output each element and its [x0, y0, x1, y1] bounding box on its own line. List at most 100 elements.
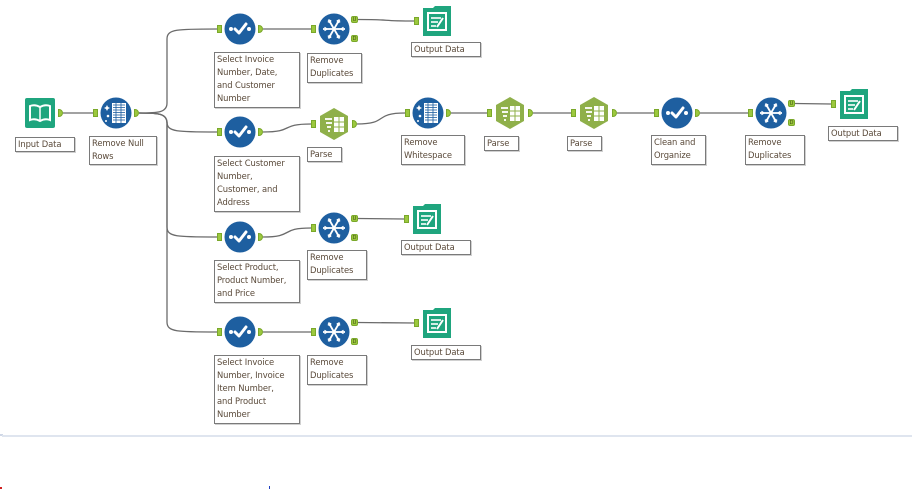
input-anchor[interactable]: [404, 215, 409, 223]
input-anchor[interactable]: [748, 109, 753, 117]
status-pixel-left: [0, 487, 2, 489]
input-data-label: Input Data: [15, 137, 75, 152]
unique-output-anchor[interactable]: U: [351, 319, 358, 326]
input-data-tool[interactable]: [24, 97, 56, 129]
parse-text-to-columns-icon: [496, 97, 524, 129]
connection-wire[interactable]: [794, 102, 832, 105]
duplicates-output-anchor[interactable]: D: [351, 35, 358, 42]
remove-whitespace-label: Remove Whitespace: [401, 135, 465, 165]
connection-wire[interactable]: [138, 112, 218, 133]
remove-null-rows-label: Remove Null Rows: [89, 136, 157, 165]
remove-duplicates-label-1: Remove Duplicates: [307, 53, 362, 83]
output-data-tool-3[interactable]: [411, 203, 443, 235]
connection-layer: [63, 18, 832, 333]
parse-tool-2[interactable]: [494, 97, 526, 129]
output-anchor[interactable]: [695, 109, 700, 117]
connection-wire[interactable]: [356, 112, 406, 125]
connection-wire[interactable]: [262, 227, 312, 238]
output-document-icon: [840, 89, 868, 119]
remove-duplicates-label-2: Remove Duplicates: [745, 135, 805, 165]
select-product-price-label: Select Product, Product Number, and Pric…: [214, 260, 300, 303]
connection-wire[interactable]: [138, 28, 218, 114]
input-anchor[interactable]: [487, 109, 492, 117]
output-anchor[interactable]: [352, 120, 357, 128]
output-data-tool-4[interactable]: [421, 307, 453, 339]
output-data-tool-2[interactable]: [838, 88, 870, 120]
input-book-icon: [25, 98, 55, 128]
select-invoice-item-product-tool[interactable]: [224, 316, 256, 348]
output-anchor[interactable]: [134, 109, 139, 117]
connection-wire[interactable]: [357, 217, 405, 220]
input-anchor[interactable]: [831, 100, 836, 108]
unique-output-anchor[interactable]: U: [351, 215, 358, 222]
remove-duplicates-label-4: Remove Duplicates: [307, 355, 367, 385]
parse-label-1: Parse: [307, 147, 342, 162]
input-anchor[interactable]: [405, 109, 410, 117]
remove-duplicates-label-3: Remove Duplicates: [307, 250, 367, 280]
parse-tool-3[interactable]: [578, 97, 610, 129]
connection-wire[interactable]: [138, 112, 218, 333]
output-document-icon: [413, 204, 441, 234]
output-anchor[interactable]: [612, 109, 617, 117]
unique-snowflake-icon: [318, 13, 350, 45]
input-anchor[interactable]: [311, 120, 316, 128]
connection-wire[interactable]: [262, 123, 312, 133]
output-anchor[interactable]: [258, 128, 263, 136]
unique-output-anchor[interactable]: U: [351, 16, 358, 23]
parse-text-to-columns-icon: [320, 108, 348, 140]
select-invoice-item-product-label: Select Invoice Number, Invoice Item Numb…: [214, 355, 300, 424]
remove-duplicates-tool-2[interactable]: [755, 97, 787, 129]
remove-duplicates-tool-1[interactable]: [318, 13, 350, 45]
remove-duplicates-tool-3[interactable]: [318, 212, 350, 244]
parse-tool-1[interactable]: [318, 108, 350, 140]
workflow-canvas[interactable]: Input Data Remove Null Rows Select Invoi…: [0, 0, 912, 437]
output-data-label-2: Output Data: [828, 126, 898, 141]
select-check-icon: [224, 316, 256, 348]
select-check-icon: [224, 221, 256, 253]
remove-whitespace-tool[interactable]: [412, 97, 444, 129]
remove-duplicates-tool-4[interactable]: [318, 316, 350, 348]
input-anchor[interactable]: [654, 109, 659, 117]
output-data-tool-1[interactable]: [421, 5, 453, 37]
duplicates-output-anchor[interactable]: D: [788, 119, 795, 126]
select-invoice-date-customer-tool[interactable]: [224, 13, 256, 45]
input-anchor[interactable]: [571, 109, 576, 117]
input-anchor[interactable]: [217, 128, 222, 136]
input-anchor[interactable]: [414, 319, 419, 327]
select-product-price-tool[interactable]: [224, 221, 256, 253]
canvas-corner: [0, 434, 3, 436]
parse-text-to-columns-icon: [580, 97, 608, 129]
output-anchor[interactable]: [528, 109, 533, 117]
status-pixel-center: [269, 486, 270, 489]
clean-and-organize-label: Clean and Organize: [651, 135, 706, 165]
output-anchor[interactable]: [258, 25, 263, 33]
output-document-icon: [423, 308, 451, 338]
data-cleansing-icon: [412, 97, 444, 129]
select-check-icon: [661, 97, 693, 129]
input-anchor[interactable]: [93, 109, 98, 117]
duplicates-output-anchor[interactable]: D: [351, 338, 358, 345]
unique-snowflake-icon: [318, 212, 350, 244]
input-anchor[interactable]: [311, 224, 316, 232]
data-cleansing-icon: [100, 97, 132, 129]
input-anchor[interactable]: [414, 17, 419, 25]
connection-wire[interactable]: [357, 321, 415, 324]
output-anchor[interactable]: [258, 233, 263, 241]
clean-and-organize-tool[interactable]: [661, 97, 693, 129]
input-anchor[interactable]: [217, 328, 222, 336]
connection-wire[interactable]: [357, 18, 415, 22]
input-anchor[interactable]: [311, 25, 316, 33]
unique-output-anchor[interactable]: U: [788, 100, 795, 107]
output-anchor[interactable]: [446, 109, 451, 117]
remove-null-rows-tool[interactable]: [100, 97, 132, 129]
input-anchor[interactable]: [217, 25, 222, 33]
output-anchor[interactable]: [58, 109, 63, 117]
parse-label-3: Parse: [567, 136, 602, 151]
duplicates-output-anchor[interactable]: D: [351, 234, 358, 241]
select-customer-address-tool[interactable]: [224, 116, 256, 148]
select-check-icon: [224, 116, 256, 148]
output-anchor[interactable]: [258, 328, 263, 336]
output-data-label-1: Output Data: [411, 42, 481, 57]
input-anchor[interactable]: [311, 328, 316, 336]
input-anchor[interactable]: [217, 233, 222, 241]
